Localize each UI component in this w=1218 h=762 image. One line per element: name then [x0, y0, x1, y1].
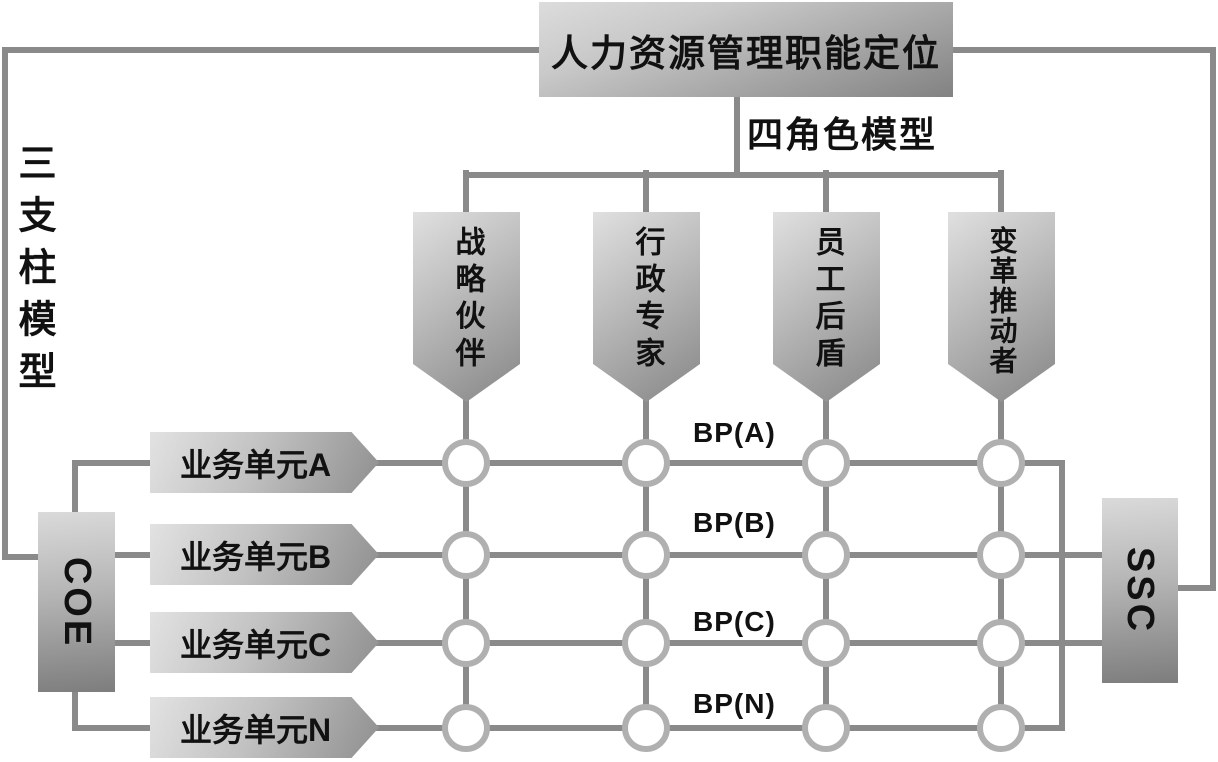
role-banner-strategic-partner: 战略伙伴	[413, 212, 520, 402]
coe-label: COE	[56, 556, 99, 648]
connector-line	[1175, 585, 1216, 591]
matrix-node-circle	[622, 439, 670, 487]
connector-line	[72, 460, 1065, 466]
business-unit-b-arrow: 业务单元B	[150, 524, 379, 585]
bp-label-b: BP(B)	[693, 507, 776, 538]
matrix-node-circle	[802, 619, 850, 667]
matrix-node-circle	[802, 439, 850, 487]
business-unit-label: 业务单元N	[179, 711, 332, 748]
page-title: 人力资源管理职能定位	[551, 32, 941, 74]
business-unit-label: 业务单元C	[179, 626, 332, 663]
bp-label-a: BP(A)	[693, 417, 776, 448]
connector-line	[734, 95, 740, 177]
business-unit-c-arrow: 业务单元C	[150, 612, 379, 673]
matrix-node-circle	[977, 619, 1025, 667]
title-box: 人力资源管理职能定位	[539, 2, 953, 97]
business-unit-n-arrow: 业务单元N	[150, 697, 379, 758]
role-banner-change-agent: 变革推动者	[948, 212, 1055, 402]
connector-line	[643, 170, 649, 218]
connector-line	[1210, 47, 1216, 591]
connector-line	[1059, 460, 1065, 731]
connector-line	[463, 170, 469, 218]
business-unit-label: 业务单元B	[179, 538, 332, 575]
connector-line	[112, 640, 1105, 646]
bp-label-c: BP(C)	[693, 606, 776, 637]
matrix-node-circle	[977, 439, 1025, 487]
connector-line	[998, 170, 1004, 218]
matrix-node-circle	[977, 531, 1025, 579]
business-unit-a-arrow: 业务单元A	[150, 432, 379, 493]
matrix-node-circle	[442, 439, 490, 487]
role-banner-admin-expert: 行政专家	[593, 212, 700, 402]
matrix-node-circle	[622, 531, 670, 579]
matrix-node-circle	[977, 704, 1025, 752]
connector-line	[2, 47, 539, 53]
role-label: 战略伙伴	[450, 226, 484, 374]
matrix-node-circle	[442, 619, 490, 667]
role-banner-employee-champion: 员工后盾	[773, 212, 880, 402]
role-label: 变革推动者	[986, 226, 1018, 376]
role-label: 员工后盾	[810, 226, 844, 374]
three-pillar-model-label: 三支柱模型	[12, 143, 54, 403]
matrix-node-circle	[622, 619, 670, 667]
ssc-label: SSC	[1119, 546, 1162, 635]
bp-label-n: BP(N)	[693, 688, 776, 719]
connector-line	[2, 554, 42, 560]
matrix-node-circle	[802, 704, 850, 752]
connector-line	[463, 172, 1004, 178]
four-role-model-label: 四角色模型	[747, 114, 938, 155]
ssc-box: SSC	[1102, 498, 1178, 683]
matrix-node-circle	[622, 704, 670, 752]
connector-line	[112, 552, 1105, 558]
business-unit-label: 业务单元A	[179, 446, 332, 483]
connector-line	[2, 47, 8, 560]
connector-line	[953, 47, 1216, 53]
matrix-node-circle	[442, 531, 490, 579]
matrix-node-circle	[442, 704, 490, 752]
connector-line	[823, 170, 829, 218]
matrix-node-circle	[802, 531, 850, 579]
connector-line	[72, 725, 1065, 731]
role-label: 行政专家	[630, 226, 664, 374]
coe-box: COE	[38, 512, 115, 692]
